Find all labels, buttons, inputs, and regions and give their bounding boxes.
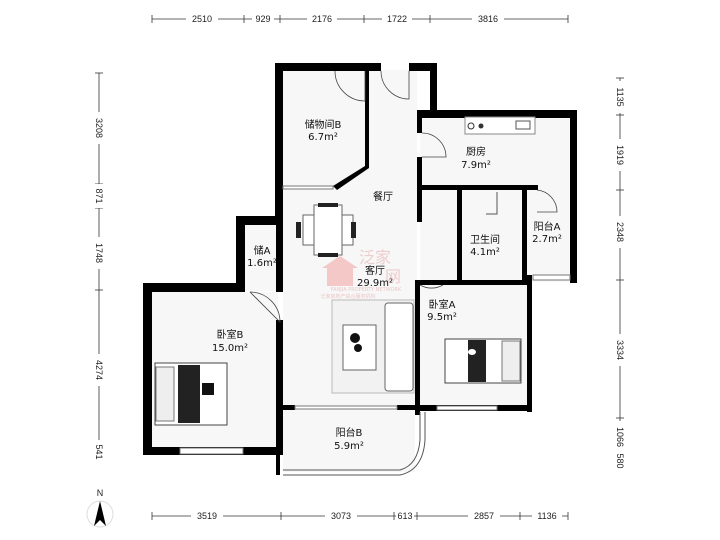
room-storage-a-name: 储A xyxy=(254,244,271,257)
room-balcony-b-name: 阳台B xyxy=(336,426,363,439)
room-kitchen-name: 厨房 xyxy=(466,145,486,158)
room-bathroom-name: 卫生间 xyxy=(470,233,500,246)
windows xyxy=(179,185,571,476)
watermark-brand: 泛家 xyxy=(359,248,391,267)
dim-right-6: 580 xyxy=(615,453,625,468)
room-dining-name: 餐厅 xyxy=(373,190,393,203)
dim-left-1: 3208 xyxy=(94,118,104,138)
dim-bottom-4: 2857 xyxy=(474,511,494,521)
dim-bottom-1: 3519 xyxy=(197,511,217,521)
room-living-area: 29.9m² xyxy=(357,278,393,289)
room-bedroom-a-area: 9.5m² xyxy=(427,312,457,323)
dim-left-4: 4274 xyxy=(94,360,104,380)
dim-top-3: 2176 xyxy=(312,14,332,24)
toilet xyxy=(486,192,498,215)
room-bedroom-b-area: 15.0m² xyxy=(212,343,248,354)
watermark-sub: 网 xyxy=(385,267,401,286)
room-bedroom-a-name: 卧室A xyxy=(429,298,456,311)
watermark-cn: 泛家房地产综合服务机构 xyxy=(320,293,375,300)
room-living-name: 客厅 xyxy=(365,264,385,277)
dim-right-1: 1135 xyxy=(615,87,625,106)
dimension-bottom: 3519 3073 613 2857 1136 xyxy=(151,510,569,522)
walls xyxy=(143,63,577,475)
room-balcony-a-name: 阳台A xyxy=(534,220,561,233)
bed-b xyxy=(154,362,228,426)
dim-top-2: 929 xyxy=(255,14,270,24)
dining-table xyxy=(296,203,356,257)
dim-bottom-5: 1136 xyxy=(537,511,556,521)
dim-left-3: 1748 xyxy=(94,243,104,263)
dim-left-2: 871 xyxy=(94,188,104,203)
room-labels: 储物间B 6.7m² 餐厅 厨房 7.9m² 卫生间 4.1m² 阳台A 2.7… xyxy=(212,118,562,452)
dim-right-3: 2348 xyxy=(615,222,625,242)
room-balcony-a-area: 2.7m² xyxy=(532,234,562,245)
bed-a xyxy=(444,338,522,384)
compass-north-label: N xyxy=(97,488,104,498)
dim-top-1: 2510 xyxy=(192,14,212,24)
dimension-right: 1135 1919 2348 3334 1066 580 xyxy=(614,77,626,475)
dim-bottom-3: 613 xyxy=(397,511,412,521)
watermark: 泛家 网 FANJIA PROPERTY NETWORK 泛家房地产综合服务机构 xyxy=(320,248,401,300)
room-balcony-b-area: 5.9m² xyxy=(334,441,364,452)
room-storage-b-name: 储物间B xyxy=(305,118,342,131)
dim-right-2: 1919 xyxy=(615,145,625,165)
room-bathroom-area: 4.1m² xyxy=(470,247,500,258)
kitchen-counter xyxy=(464,116,536,135)
dim-left-5: 541 xyxy=(94,444,104,459)
dim-right-5: 1066 xyxy=(615,427,625,447)
north-arrow-icon xyxy=(94,501,106,526)
dim-top-5: 3816 xyxy=(478,14,498,24)
dim-bottom-2: 3073 xyxy=(331,511,351,521)
sofa-set xyxy=(331,299,415,394)
dim-top-4: 1722 xyxy=(387,14,407,24)
doors xyxy=(249,70,558,323)
room-storage-a-area: 1.6m² xyxy=(247,258,277,269)
watermark-en: FANJIA PROPERTY NETWORK xyxy=(331,287,402,293)
compass: N xyxy=(86,488,114,528)
dimension-top: 2510 929 2176 1722 3816 xyxy=(151,13,569,25)
room-storage-b-area: 6.7m² xyxy=(308,132,338,143)
dim-right-4: 3334 xyxy=(615,340,625,360)
room-kitchen-area: 7.9m² xyxy=(461,160,491,171)
room-bedroom-b-name: 卧室B xyxy=(217,328,244,341)
dimension-left: 3208 871 1748 4274 541 xyxy=(93,72,105,464)
